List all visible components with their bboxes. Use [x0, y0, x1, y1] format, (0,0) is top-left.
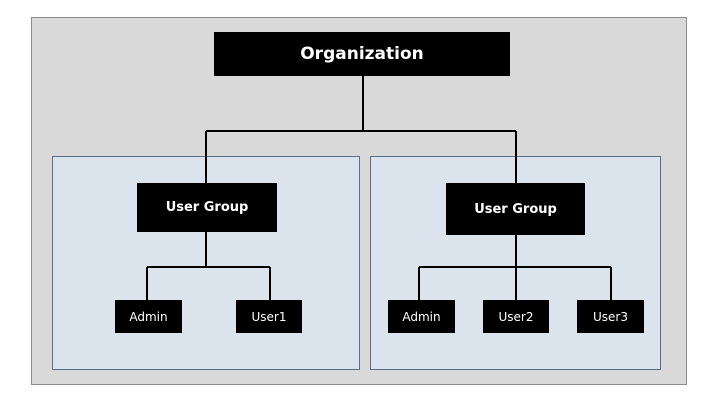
organization-node: Organization — [214, 32, 510, 76]
user2-node: User2 — [483, 300, 549, 333]
admin-node-left: Admin — [115, 300, 182, 333]
user3-node: User3 — [577, 300, 644, 333]
user-group-node-left: User Group — [137, 183, 277, 232]
admin-node-right: Admin — [388, 300, 455, 333]
user1-node: User1 — [236, 300, 302, 333]
user-group-node-right: User Group — [446, 183, 585, 235]
